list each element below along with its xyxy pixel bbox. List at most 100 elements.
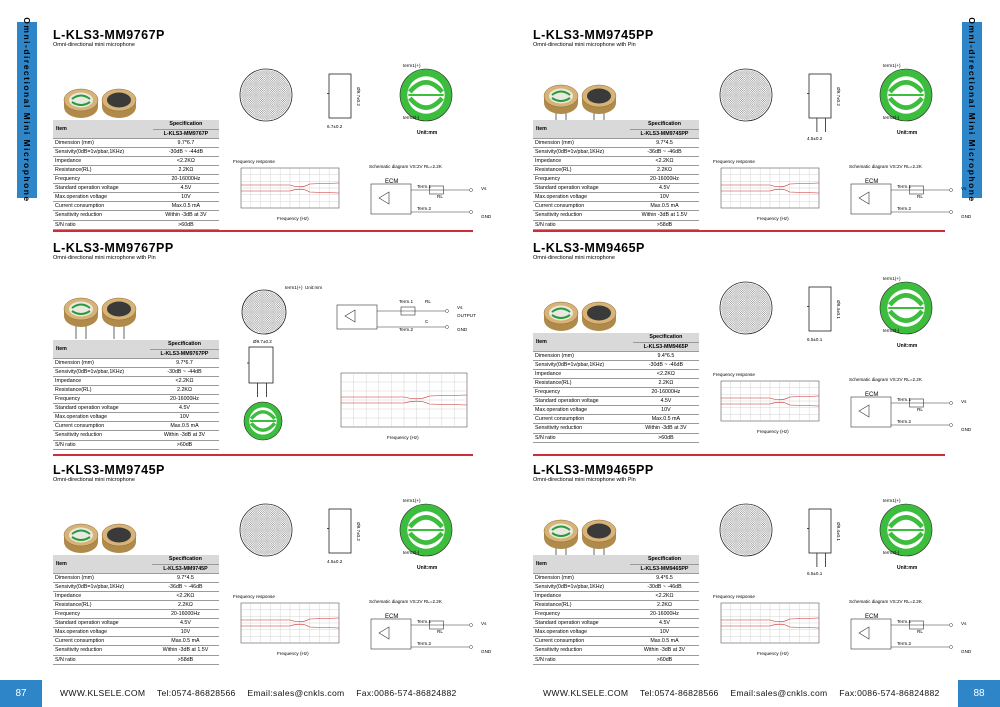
chart-x-axis-label: Frequency (Hz) [387,435,419,440]
spec-label: Impedance [533,156,630,166]
spec-label: Sensivity(0dB=1v/pbar,1KHz) [533,582,630,592]
spec-label: Sensitivity reduction [53,430,150,441]
term1-label: Term.1 [399,299,414,304]
product-title: L-KLS3-MM9745P [53,463,165,477]
spec-model: L-KLS3-MM9745PP [629,129,699,139]
diameter-dimension: Ø9.4±0.1 [835,522,841,541]
spec-label: S/N ratio [533,220,630,230]
height-dimension: 4.5±0.2 [807,136,823,141]
rl-label: RL [425,299,431,304]
product-photo [537,275,627,345]
spec-value: 4.5V [629,183,699,194]
divider-right-2 [533,454,945,456]
gnd-label: GND [961,649,972,654]
frequency-response-chart [231,599,343,658]
side-view-drawing [325,72,359,129]
spec-model-row: L-KLS3-MM9745P [53,564,219,574]
diameter-dimension: Ø9.7±0.2 [835,87,841,106]
height-dimension: 6.5±0.1 [807,337,823,342]
spec-value: <2.2KΩ [151,591,219,601]
spec-row: Dimension (mm)9.7*6.7 [53,138,219,148]
spec-value: 20-16000Hz [632,387,699,398]
side-view-drawing [805,285,839,342]
footer-website[interactable]: WWW.KLSELE.COM [60,688,146,698]
footer-email[interactable]: Email:sales@cnkls.com [730,688,828,698]
spec-value: Max.0.5 mA [151,636,219,647]
spec-value: -30dB ~ -46dB [629,582,699,592]
spec-value: 10V [629,192,699,203]
spec-row: Dimension (mm)9.4*6.5 [533,573,699,583]
frequency-response-label: Frequency response [713,372,755,377]
item-header: Item [53,340,150,359]
divider-left-2 [53,454,473,456]
spec-label: Current consumption [533,414,633,425]
spec-value: 2.2KΩ [629,165,699,176]
product-subtitle: Omni-directional mini microphone with Pi… [533,42,636,48]
term2-label: Term.2 [399,327,414,332]
product-title: L-KLS3-MM9465P [533,241,645,255]
page-number-right: 88 [958,680,1000,707]
item-header: Item [53,555,152,574]
chart-x-axis-label: Frequency (Hz) [757,216,789,221]
frequency-response-chart [711,164,823,223]
unit-label: Unit:mm [897,130,918,136]
product-subtitle: Omni-directional mini microphone [533,255,615,261]
specification-header: Specification [629,120,699,130]
output-label: OUTPUT [457,313,476,318]
chart-x-axis-label: Frequency (Hz) [277,651,309,656]
spec-label: Dimension (mm) [533,351,633,361]
spec-row: Sensivity(0dB=1v/pbar,1KHz)-36dB ~ -46dB [533,147,699,157]
spec-label: Frequency [533,174,630,185]
rl-label: RL [437,629,443,634]
terminal-plus-label: term1(+) [883,276,901,281]
spec-model-row: L-KLS3-MM9767P [53,129,219,139]
term2-label: Term.2 [897,641,912,646]
spec-label: Sensitivity reduction [53,210,153,221]
product-photo [537,497,627,567]
spec-row: S/N ratio>60dB [53,440,219,450]
spec-row: Dimension (mm)9.7*4.5 [53,573,219,583]
footer-email[interactable]: Email:sales@cnkls.com [247,688,345,698]
spec-row: Resistance(RL)2.2KΩ [533,378,699,389]
spec-row: Impedance<2.2KΩ [533,369,699,379]
spec-value: >58dB [151,655,219,665]
schematic-diagram [369,176,479,225]
mesh-front-drawing [719,68,773,127]
footer-website[interactable]: WWW.KLSELE.COM [543,688,629,698]
footer-fax: Fax:0086-574-86824882 [839,688,940,698]
vs-label: Vs [481,186,487,191]
terminal-plus-label: term1(+) [285,285,303,290]
spec-value: 9.4*6.5 [632,351,699,361]
spec-label: Impedance [533,369,633,379]
spec-label: Current consumption [533,201,630,212]
product-subtitle: Omni-directional mini microphone [53,42,135,48]
spec-row: Resistance(RL)2.2KΩ [53,165,219,176]
product-title: L-KLS3-MM9767P [53,28,165,42]
spec-value: 9.7*4.5 [629,138,699,148]
spec-label: Standard operation voltage [53,403,150,414]
diameter-dimension: Ø9.7±0.2 [355,522,361,541]
spec-value: 9.4*6.5 [629,573,699,583]
terminal-minus-label: term2(-) [403,550,420,555]
spec-row: Sensivity(0dB=1v/pbar,1KHz)-30dB ~ -44dB [53,367,219,377]
rl-label: RL [917,407,923,412]
spec-label: Sensivity(0dB=1v/pbar,1KHz) [53,367,150,377]
side-tab-left-text: Omni-directional Mini Microphone [22,17,32,203]
spec-label: Max.operation voltage [53,412,150,423]
spec-label: Resistance(RL) [533,378,633,389]
spec-label: Standard operation voltage [533,618,630,629]
mesh-front-drawing [239,68,293,127]
height-dimension: 6.7±0.2 [327,124,343,129]
unit-label: Unit:mm [305,285,323,290]
